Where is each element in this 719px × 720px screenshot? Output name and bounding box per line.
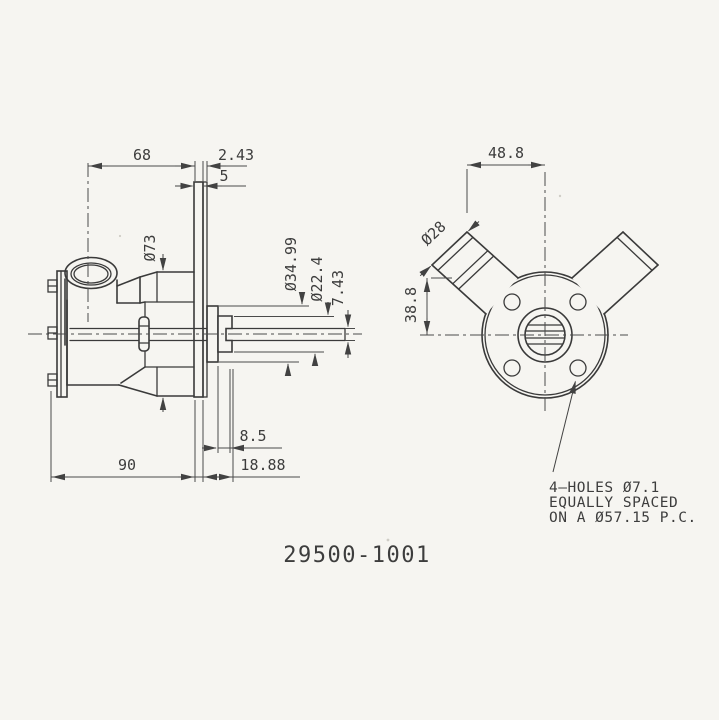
holes-note-line1: 4–HOLES Ø7.1 — [549, 480, 660, 496]
holes-note-line2: EQUALLY SPACED — [549, 495, 678, 511]
dim-7-43-label: 7.43 — [329, 270, 347, 306]
dim-48-8-label: 48.8 — [488, 144, 524, 162]
holes-note: 4–HOLES Ø7.1 EQUALLY SPACED ON A Ø57.15 … — [549, 480, 697, 526]
left-port — [431, 231, 519, 315]
end-dimensions — [419, 161, 576, 473]
dim-38-8-label: 38.8 — [402, 287, 420, 323]
part-number: 29500-1001 — [283, 543, 430, 568]
dim-d73-label: Ø73 — [141, 234, 159, 261]
pump-body — [66, 271, 195, 397]
right-port — [571, 231, 659, 315]
side-view: 68 2.43 5 Ø73 Ø34.99 Ø22.4 7.43 8.5 90 1… — [28, 146, 362, 482]
dim-8-5-label: 8.5 — [239, 427, 266, 445]
dim-90-label: 90 — [118, 456, 136, 474]
bolt-holes — [503, 293, 587, 377]
inlet-port — [64, 256, 118, 346]
scan-speck — [386, 538, 390, 542]
dim-d22-4-label: Ø22.4 — [308, 256, 326, 301]
dim-d34-99-label: Ø34.99 — [282, 237, 300, 291]
mounting-flange — [193, 181, 208, 398]
holes-note-line3: ON A Ø57.15 P.C. — [549, 510, 697, 526]
scan-speck — [118, 234, 122, 238]
dim-18-88-label: 18.88 — [240, 456, 285, 474]
scan-speck — [558, 194, 562, 198]
side-dimensions — [50, 161, 355, 482]
end-view: 48.8 38.8 Ø28 4–HOLES Ø7.1 EQUALLY SPACE… — [402, 144, 697, 526]
dim-2-43-label: 2.43 — [218, 146, 254, 164]
dim-d28-label: Ø28 — [418, 218, 450, 250]
dim-68-label: 68 — [133, 146, 151, 164]
dim-5-label: 5 — [219, 167, 228, 185]
